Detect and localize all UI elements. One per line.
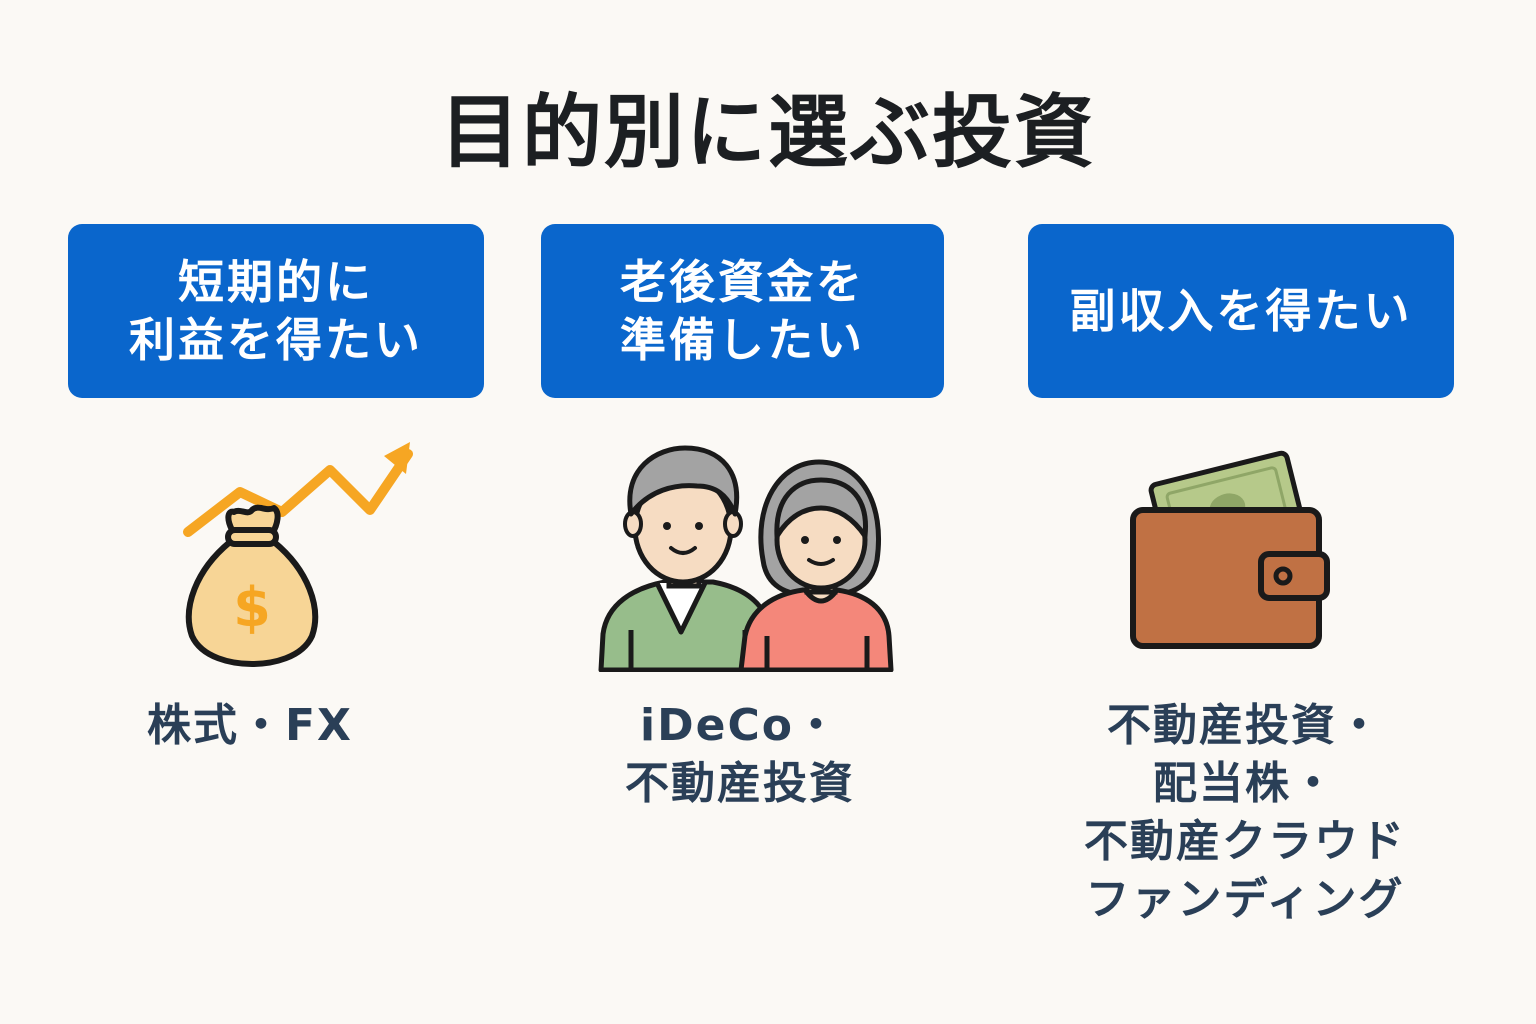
money-bag-with-rising-arrow-icon: $	[183, 442, 413, 667]
goal-card-retirement: 老後資金を 準備したい	[541, 224, 944, 398]
investment-label-short-term: 株式・FX	[147, 700, 353, 751]
investment-label-side-income: 不動産投資・ 配当株・ 不動産クラウド ファンディング	[1084, 700, 1406, 925]
wallet-with-cash-icon	[1130, 450, 1330, 649]
goal-card-side-income: 副収入を得たい	[1028, 224, 1454, 398]
investment-label-retirement: iDeCo・ 不動産投資	[625, 700, 855, 809]
svg-text:$: $	[233, 576, 271, 639]
goal-card-short-term: 短期的に 利益を得たい	[68, 224, 484, 398]
page-title: 目的別に選ぶ投資	[440, 86, 1096, 179]
elderly-couple-icon	[598, 445, 894, 672]
